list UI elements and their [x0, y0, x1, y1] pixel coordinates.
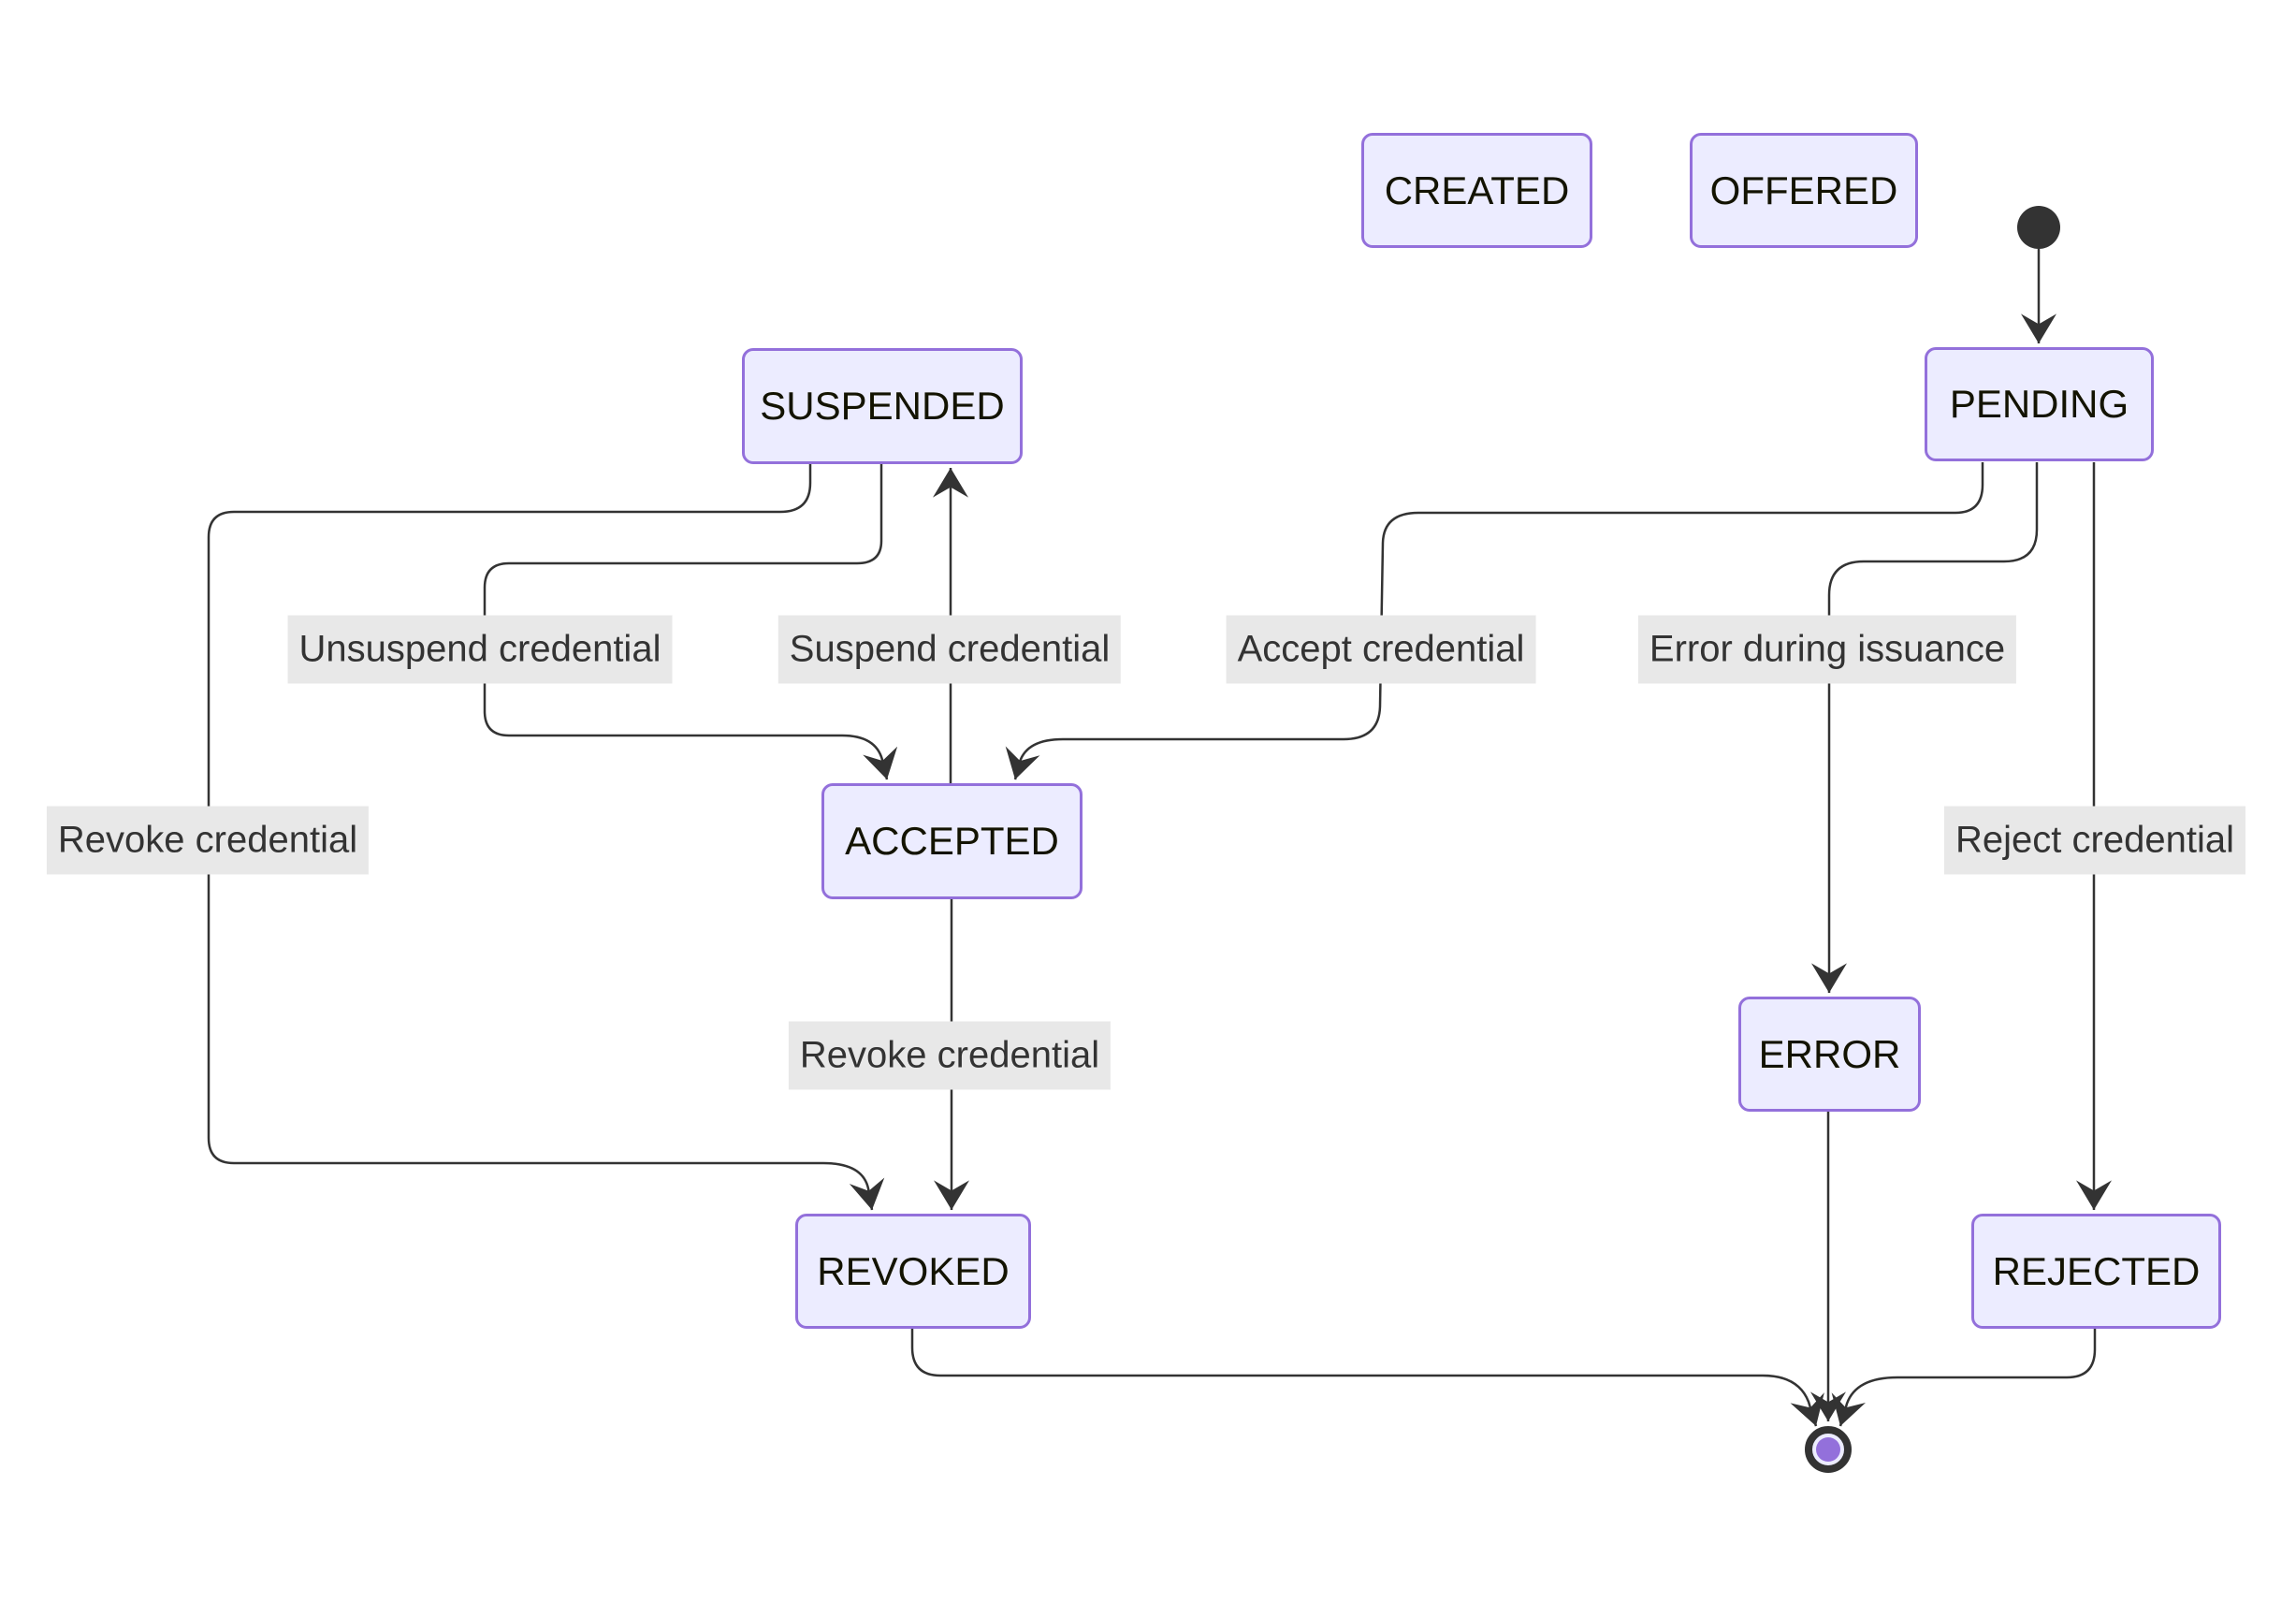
initial-state-dot [2017, 206, 2060, 249]
state-error: ERROR [1738, 997, 1921, 1112]
state-rejected: REJECTED [1971, 1214, 2221, 1329]
final-state-dot [1816, 1437, 1840, 1462]
state-suspended: SUSPENDED [742, 348, 1023, 464]
edge-rejected-to-final [1831, 1329, 2097, 1427]
state-offered-label: OFFERED [1709, 167, 1898, 212]
state-pending-label: PENDING [1949, 382, 2129, 426]
state-pending: PENDING [1925, 347, 2154, 461]
edge-suspended-to-revoked [207, 464, 885, 1211]
state-suspended-label: SUSPENDED [760, 384, 1005, 428]
state-rejected-label: REJECTED [1992, 1248, 2201, 1293]
state-created-label: CREATED [1384, 167, 1570, 212]
state-revoked-label: REVOKED [817, 1248, 1010, 1293]
state-offered: OFFERED [1690, 133, 1918, 248]
edge-pending-to-accepted [1005, 462, 1984, 780]
state-accepted: ACCEPTED [821, 783, 1083, 899]
edge-label-suspend-credential: Suspend credential [777, 615, 1122, 684]
edge-revoked-to-final [910, 1329, 1824, 1427]
edge-pending-to-error [1811, 462, 2039, 994]
edge-label-revoke-credential-left: Revoke credential [46, 806, 370, 875]
state-error-label: ERROR [1758, 1031, 1901, 1076]
state-revoked: REVOKED [795, 1214, 1031, 1329]
state-created: CREATED [1361, 133, 1592, 248]
state-accepted-label: ACCEPTED [845, 819, 1059, 863]
edge-label-unsuspend-credential: Unsuspend credential [287, 615, 673, 684]
edge-label-error-during-issuance: Error during issuance [1637, 615, 2017, 684]
edge-label-reject-credential: Reject credential [1944, 806, 2245, 875]
edge-label-accept-credential: Accept credential [1226, 615, 1536, 684]
edge-label-revoke-credential-mid: Revoke credential [788, 1021, 1112, 1090]
